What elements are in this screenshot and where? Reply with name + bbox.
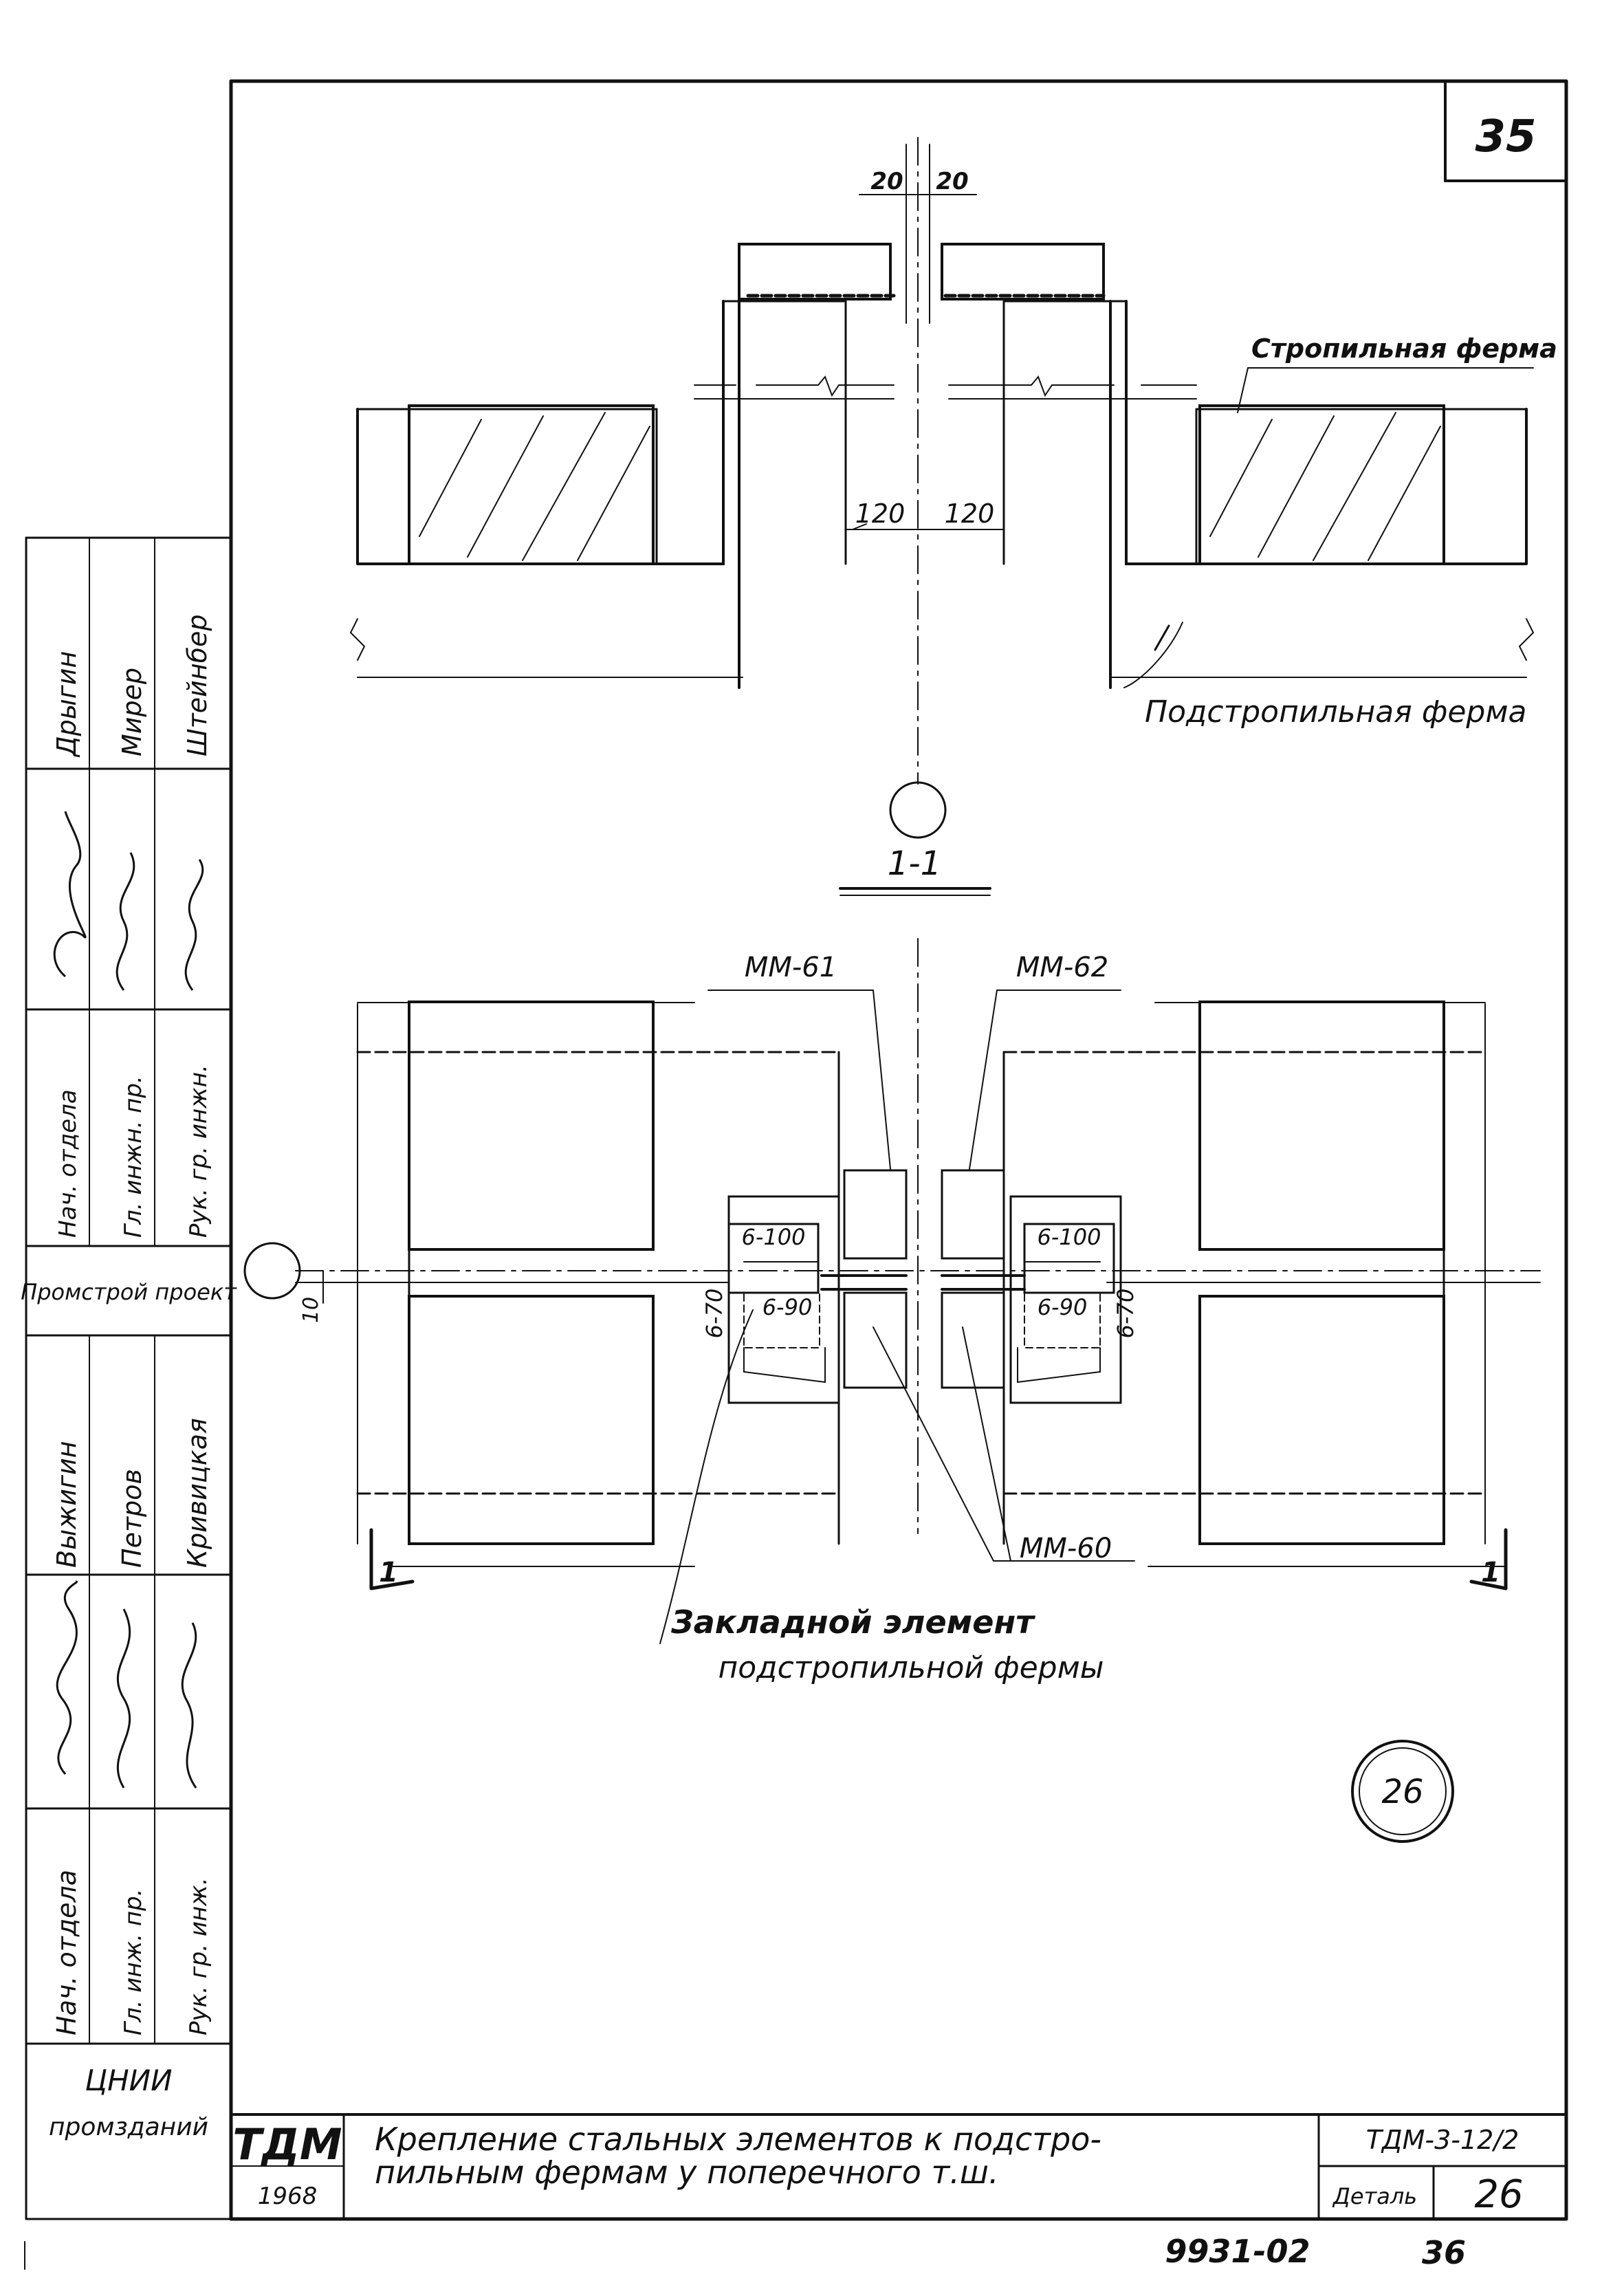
- title-line-2: пильным фермам у поперечного т.ш.: [375, 2154, 999, 2191]
- stamp-role-chief-eng-1: Гл. инжн. пр.: [120, 1075, 147, 1238]
- stamp-role-head-dept-2: Нач. отдела: [52, 1870, 82, 2035]
- label-mm60: ММ-60: [1020, 1533, 1112, 1564]
- title-line-1: Крепление стальных элементов к подстро-: [375, 2121, 1101, 2158]
- stamp-name-krivitskaya: Кривицкая: [182, 1418, 212, 1568]
- stamp-name-petrov: Петров: [117, 1469, 147, 1568]
- sheet-number: 36: [1422, 2234, 1466, 2271]
- detail-circle-mark: [1351, 1740, 1454, 1843]
- label-rafter-truss: Стропильная ферма: [1251, 334, 1557, 364]
- page-number: 35: [1475, 111, 1536, 162]
- section-1-1-drawing: [349, 137, 1535, 896]
- detail-circle-number: 26: [1381, 1773, 1423, 1811]
- detail-label: Деталь: [1332, 2183, 1417, 2209]
- weld-100-left: 6-100: [742, 1224, 806, 1250]
- dim-120-left: 120: [855, 499, 906, 529]
- stamp-org-tsnii-line1: ЦНИИ: [85, 2064, 172, 2097]
- weld-100-right: 6-100: [1038, 1224, 1101, 1250]
- weld-90-right: 6-90: [1038, 1294, 1088, 1320]
- stamp-name-shteinber: Штейнбер: [182, 614, 212, 756]
- stamp-role-head-dept-1: Нач. отдела: [54, 1089, 82, 1238]
- embedded-element-line2: подстропильной фермы: [718, 1650, 1104, 1685]
- label-sub-truss: Подстропильная ферма: [1145, 695, 1526, 730]
- cut-mark-right: 1: [1481, 1557, 1500, 1588]
- side-stamp-frame: [25, 536, 232, 2220]
- title-block-frame: [230, 2113, 1568, 2220]
- stamp-name-vyzhigin: Выжигин: [52, 1441, 82, 1568]
- embedded-element-line1: Закладной элемент: [670, 1604, 1035, 1641]
- sheet-frame: [229, 79, 1568, 2221]
- offset-10: 10: [299, 1297, 323, 1323]
- stamp-name-drygin: Дрыгин: [52, 651, 82, 758]
- stamp-org-tsnii-line2: промзданий: [49, 2113, 208, 2141]
- stamp-role-group-lead-1: Рук. гр. инжн.: [185, 1064, 212, 1238]
- dim-120-right: 120: [945, 499, 995, 529]
- label-mm62: ММ-62: [1016, 952, 1108, 983]
- dim-20-right: 20: [936, 168, 968, 195]
- stamp-name-mirer: Мирер: [117, 668, 147, 756]
- weld-70-right: 6-70: [1112, 1289, 1139, 1339]
- signature-marks: [53, 811, 204, 1789]
- cut-mark-left: 1: [379, 1557, 398, 1588]
- detail-number: 26: [1474, 2172, 1523, 2217]
- stamp-role-chief-eng-2: Гл. инж. пр.: [120, 1889, 147, 2035]
- plan-view-drawing: [243, 938, 1541, 1644]
- weld-70-left: 6-70: [701, 1289, 727, 1339]
- title-block-year: 1968: [258, 2183, 318, 2210]
- archive-number: 9931-02: [1165, 2233, 1310, 2270]
- dim-20-left: 20: [870, 168, 903, 195]
- weld-90-left: 6-90: [762, 1294, 813, 1320]
- drawing-code: ТДМ-3-12/2: [1366, 2125, 1519, 2155]
- title-block-logo: ТДМ: [232, 2119, 342, 2169]
- section-mark: 1-1: [888, 844, 941, 883]
- label-mm61: ММ-61: [745, 952, 837, 983]
- stamp-role-group-lead-2: Рук. гр. инж.: [185, 1877, 212, 2035]
- side-stamp: Дрыгин Мирер Штейнбер Нач. отдела Гл. ин…: [21, 614, 237, 2141]
- stamp-org-promstroiproekt: Промстрой проект: [21, 1279, 237, 1305]
